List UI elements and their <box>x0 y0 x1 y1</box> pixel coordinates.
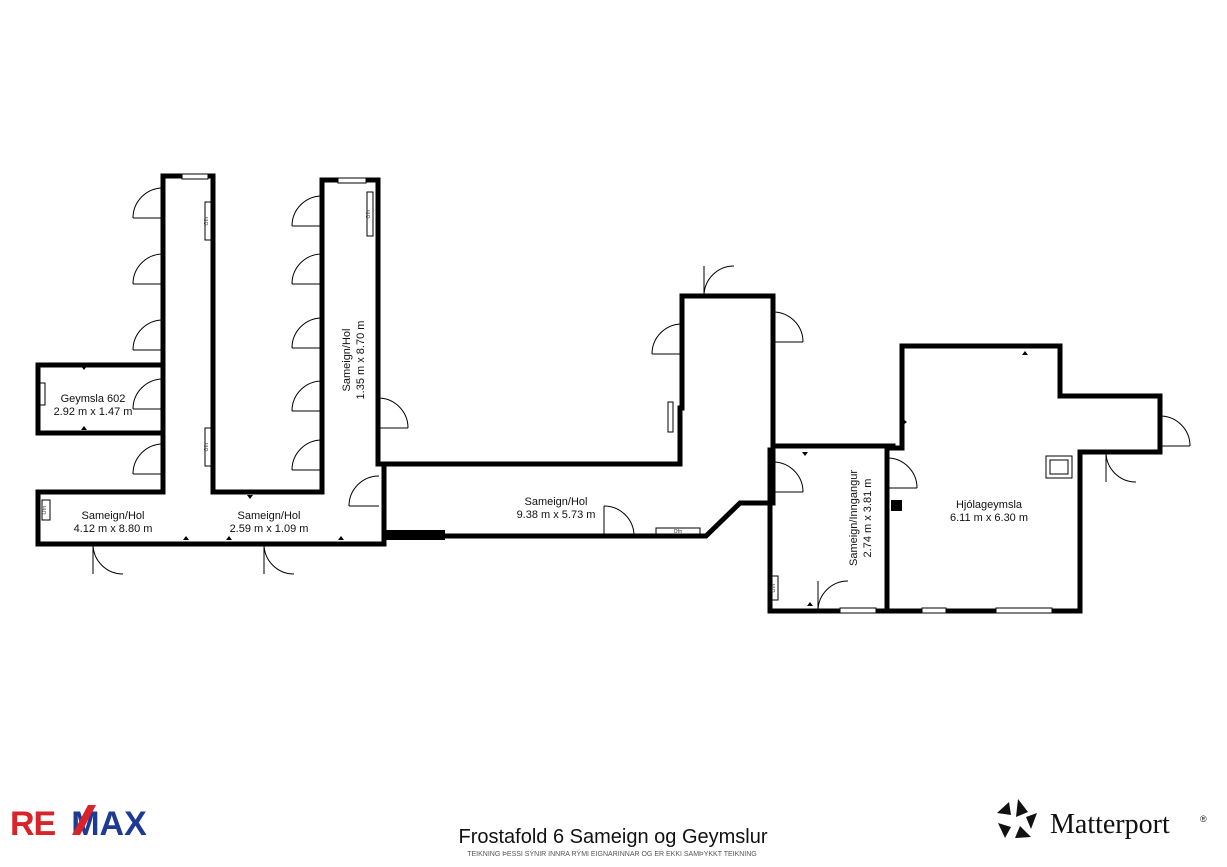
door-swing-icon <box>132 443 164 475</box>
window-icon <box>667 401 674 433</box>
door-swing-icon <box>1159 415 1191 447</box>
wall-central-hall-bottom <box>381 443 776 539</box>
door-swing-icon <box>132 378 164 410</box>
matterport-logo: Matterport ® <box>997 799 1207 840</box>
door-swing-icon <box>651 323 683 355</box>
door-swing-icon <box>772 461 804 493</box>
wall-thick-segment <box>384 530 445 540</box>
svg-text:Sameign/Hol: Sameign/Hol <box>341 329 353 392</box>
remax-slash-mark <box>72 805 96 835</box>
wall-bottom-left-hall <box>35 461 387 547</box>
room-hjolageymsla: Hjólageymsla 6.11 m x 6.30 m <box>950 499 1028 524</box>
pillar <box>891 500 902 511</box>
window-icon <box>839 607 877 614</box>
window-icon <box>995 607 1053 614</box>
door-swing-icon <box>291 253 323 285</box>
wall-left-corridor-top <box>160 173 381 495</box>
wall-hjolageymsla <box>884 343 1163 614</box>
matterport-wordmark: Matterport <box>1050 809 1170 840</box>
radiator: Ofn <box>771 575 779 601</box>
door-swing-icon <box>348 475 380 507</box>
door-swing-icon <box>377 397 409 429</box>
footer-title-block: Frostafold 6 Sameign og Geymslur TEIKNIN… <box>458 826 767 858</box>
svg-text:Ofn: Ofn <box>366 210 372 219</box>
room-sameign-hol-d: Sameign/Hol 9.38 m x 5.73 m <box>517 496 596 521</box>
door-swing-icon <box>263 543 295 575</box>
radiator: Ofn <box>366 191 374 237</box>
window-icon <box>921 607 947 614</box>
walls <box>35 173 1163 614</box>
plan-disclaimer: TEIKNING ÞESSI SÝNIR INNRA RÝMI EIGNARIN… <box>467 849 757 858</box>
door-swing-icon <box>1105 451 1137 483</box>
svg-text:Sameign/Hol: Sameign/Hol <box>525 496 588 508</box>
svg-text:Sameign/Hol: Sameign/Hol <box>238 510 301 522</box>
door-swing-icon <box>92 543 124 575</box>
window-icon <box>337 177 367 184</box>
svg-text:9.38 m x 5.73 m: 9.38 m x 5.73 m <box>517 509 596 521</box>
room-geymsla-602: Geymsla 602 2.92 m x 1.47 m <box>54 393 133 418</box>
svg-text:Ofn: Ofn <box>771 584 777 593</box>
svg-text:1.35 m x 8.70 m: 1.35 m x 8.70 m <box>355 321 367 400</box>
radiator: Ofn <box>204 427 212 467</box>
svg-text:2.59 m x 1.09 m: 2.59 m x 1.09 m <box>230 523 309 535</box>
door-swing-icon <box>291 195 323 227</box>
door-swing-icon <box>772 311 804 343</box>
svg-text:Sameign/Inngangur: Sameign/Inngangur <box>848 470 860 566</box>
registered-mark: ® <box>1200 814 1207 824</box>
radiator: Ofn <box>655 527 701 535</box>
svg-text:6.11 m x 6.30 m: 6.11 m x 6.30 m <box>950 512 1028 524</box>
svg-text:2.92 m x 1.47 m: 2.92 m x 1.47 m <box>54 406 133 418</box>
svg-text:Hjólageymsla: Hjólageymsla <box>956 499 1023 511</box>
room-labels: Geymsla 602 2.92 m x 1.47 m Sameign/Hol … <box>54 321 1028 566</box>
window-icon <box>181 173 209 180</box>
door-swing-icon <box>132 319 164 351</box>
door-swing-icon <box>603 505 635 537</box>
door-swing-icon <box>817 580 849 612</box>
radiator: Ofn <box>41 499 51 521</box>
door-swing-icon <box>291 380 323 412</box>
svg-text:Ofn: Ofn <box>204 443 210 452</box>
svg-text:4.12 m x 8.80 m: 4.12 m x 8.80 m <box>74 523 153 535</box>
wall-inngangur <box>767 447 890 614</box>
fixtures: Ofn Ofn Ofn Ofn Ofn Ofn <box>41 191 1073 601</box>
markers <box>81 351 1028 606</box>
door-swing-icon <box>132 187 164 219</box>
room-sameign-hol-b: Sameign/Hol 2.59 m x 1.09 m <box>230 510 309 535</box>
plan-title: Frostafold 6 Sameign og Geymslur <box>458 826 767 848</box>
sink-icon <box>1045 455 1073 479</box>
door-swing-icon <box>291 317 323 349</box>
svg-text:Ofn: Ofn <box>204 217 210 226</box>
svg-text:Ofn: Ofn <box>674 529 683 535</box>
room-sameign-inngangur: Sameign/Inngangur 2.74 m x 3.81 m <box>848 470 874 566</box>
window-icon <box>39 382 46 406</box>
doors <box>92 187 1191 612</box>
door-swing-icon <box>291 439 323 471</box>
door-swing-icon <box>703 265 735 297</box>
room-sameign-hol-a: Sameign/Hol 4.12 m x 8.80 m <box>74 510 153 535</box>
door-swing-icon <box>886 457 918 489</box>
svg-text:2.74 m x 3.81 m: 2.74 m x 3.81 m <box>862 479 874 558</box>
door-swing-icon <box>132 253 164 285</box>
remax-text-re: RE <box>10 805 56 843</box>
wall-central-hall-top <box>375 293 896 467</box>
matterport-logo-icon <box>997 799 1037 838</box>
wall-geymsla-602 <box>35 362 166 436</box>
windows <box>39 173 1053 614</box>
room-sameign-hol-c: Sameign/Hol 1.35 m x 8.70 m <box>341 321 367 400</box>
svg-text:Ofn: Ofn <box>42 506 48 515</box>
radiator: Ofn <box>204 201 212 241</box>
svg-text:Sameign/Hol: Sameign/Hol <box>82 510 145 522</box>
svg-text:Geymsla 602: Geymsla 602 <box>61 393 126 405</box>
